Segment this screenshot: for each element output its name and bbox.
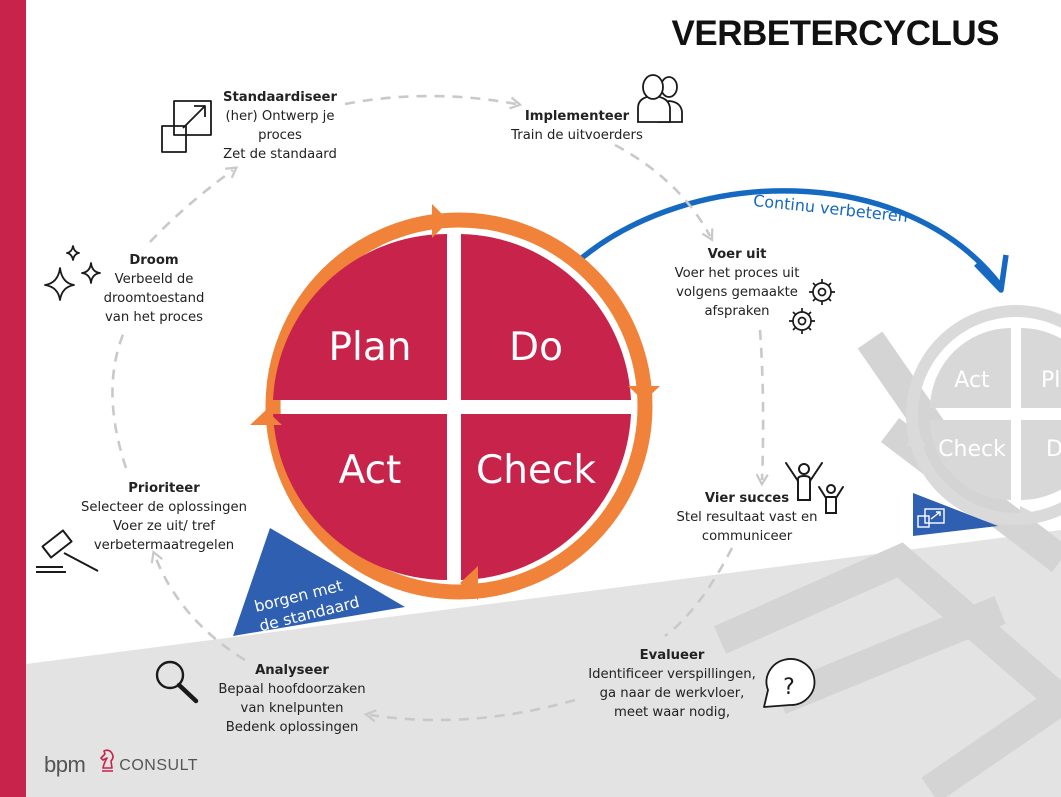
step-line: afspraken: [704, 304, 770, 319]
step-implementeer: Implementeer Train de uitvoerders: [497, 107, 657, 145]
step-line: volgens gemaakte: [676, 285, 798, 300]
step-line: (her) Ontwerp je: [225, 109, 335, 124]
quadrant-do: [461, 234, 631, 400]
step-line: Train de uitvoerders: [511, 128, 643, 143]
continu-arrowhead: [974, 254, 1009, 293]
step-heading: Vier succes: [704, 491, 790, 506]
step-line: Zet de standaard: [223, 147, 337, 162]
step-line: verbetermaatregelen: [93, 538, 235, 553]
step-line: Stel resultaat vast en: [676, 510, 818, 525]
sparkles-icon: [44, 245, 101, 301]
step-line: Bepaal hoofdoorzaken: [218, 682, 366, 697]
quadrant-plan: [273, 233, 447, 400]
chess-knight-icon: [100, 749, 114, 772]
outer-dashed-cycle: [111, 94, 769, 723]
logo-brand: bpm: [44, 752, 86, 777]
step-heading: Prioriteer: [128, 481, 200, 496]
step-line: Voer het proces uit: [674, 266, 800, 281]
quadrant-plan-label: Plan: [329, 325, 412, 370]
step-line: communiceer: [701, 529, 793, 544]
step-line: Selecteer de oplossingen: [81, 500, 247, 515]
step-line: ga naar de werkvloer,: [599, 686, 745, 701]
gears-icon: [789, 279, 835, 334]
step-vier-succes: Vier succes Stel resultaat vast en commu…: [667, 489, 827, 546]
step-line: proces: [258, 128, 302, 143]
step-line: van knelpunten: [240, 701, 344, 716]
step-voer-uit: Voer uit Voer het proces uit volgens gem…: [662, 245, 812, 321]
arrow-do-check: [628, 386, 660, 401]
logo-suffix: CONSULT: [119, 757, 199, 774]
step-droom: Droom Verbeeld de droomtoestand van het …: [94, 251, 214, 327]
ghost-cycle: Act Pl Check D: [906, 305, 1061, 525]
ghost-quadrant-act: Act: [954, 368, 990, 393]
step-analyseer: Analyseer Bepaal hoofdoorzaken van knelp…: [207, 661, 377, 737]
quadrant-act-label: Act: [339, 448, 402, 493]
step-line: van het proces: [104, 310, 204, 325]
standard-wedge: [233, 528, 405, 636]
arrow-act-plan: [250, 410, 282, 425]
arrow-plan-do: [432, 204, 449, 238]
gavel-icon: [36, 529, 99, 573]
people-icon: [637, 74, 683, 123]
magnifier-icon: [155, 660, 199, 704]
step-heading: Voer uit: [707, 247, 767, 262]
pdca-wheel: Plan Do Act Check: [250, 204, 660, 600]
page-title: VERBETERCYCLUS: [671, 14, 1000, 53]
quadrant-do-label: Do: [509, 325, 563, 370]
pdca-ring: [265, 212, 653, 600]
quadrant-check-label: Check: [476, 448, 596, 493]
quadrant-check: [461, 414, 631, 580]
step-line: meet waar nodig,: [613, 705, 731, 720]
bpm-consult-logo: bpm CONSULT: [44, 749, 199, 778]
step-heading: Analyseer: [255, 663, 329, 678]
quadrant-act: [273, 414, 447, 581]
arrow-check-act: [460, 566, 478, 600]
step-prioriteer: Prioriteer Selecteer de oplossingen Voer…: [72, 479, 256, 555]
question-bubble-icon: ?: [763, 658, 816, 708]
ghost-wedge-icon: [917, 508, 945, 528]
accent-bar: [0, 0, 26, 797]
step-line: Identificeer verspillingen,: [588, 667, 756, 682]
step-line: droomtoestand: [103, 291, 205, 306]
step-line: Bedenk oplossingen: [225, 720, 359, 735]
ghost-wedge: [913, 493, 998, 536]
step-standaardiseer: Standaardiseer (her) Ontwerp je proces Z…: [205, 88, 355, 164]
step-heading: Droom: [129, 253, 179, 268]
svg-text:?: ?: [783, 675, 795, 700]
ghost-quadrant-do: D: [1046, 437, 1061, 462]
step-heading: Standaardiseer: [222, 90, 338, 105]
step-line: Verbeeld de: [114, 272, 194, 287]
ghost-quadrant-plan: Pl: [1041, 368, 1060, 393]
step-evalueer: Evalueer Identificeer verspillingen, ga …: [577, 646, 767, 722]
step-line: Voer ze uit/ tref: [113, 519, 215, 534]
celebrate-icon: [785, 462, 844, 514]
ghost-quadrant-check: Check: [938, 437, 1006, 462]
step-heading: Implementeer: [524, 109, 630, 124]
step-heading: Evalueer: [639, 648, 705, 663]
continu-arrow: [575, 188, 1003, 287]
resize-frame-icon: [161, 100, 212, 153]
